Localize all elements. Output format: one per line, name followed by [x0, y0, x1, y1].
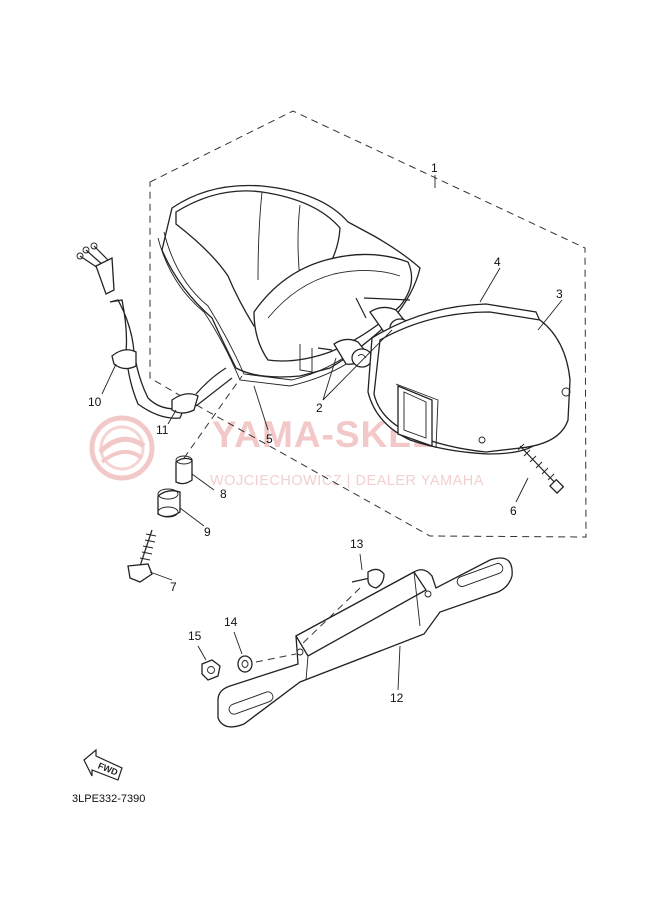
collar — [175, 455, 193, 485]
harness-grommet — [171, 367, 233, 414]
callout-9: 9 — [204, 525, 211, 539]
callout-leaders — [101, 175, 563, 691]
bolt — [127, 529, 157, 583]
damper — [157, 488, 181, 518]
callout-13: 13 — [350, 537, 364, 551]
callout-11: 11 — [156, 423, 169, 437]
diagram-code: 3LPE332-7390 — [72, 793, 145, 805]
callout-6: 6 — [510, 504, 517, 518]
wire-harness — [76, 242, 186, 419]
watermark-logo-icon — [89, 415, 155, 481]
callout-5: 5 — [266, 432, 273, 446]
callout-2: 2 — [316, 401, 323, 415]
leader-dashed-collar — [183, 375, 243, 459]
callout-14: 14 — [224, 615, 238, 629]
lens — [373, 311, 571, 453]
bracket-bolt — [299, 568, 385, 647]
watermark-subtitle: WOJCIECHOWICZ | DEALER YAMAHA — [210, 473, 484, 489]
callout-3: 3 — [556, 287, 563, 301]
lens-screw — [517, 443, 565, 494]
callout-1: 1 — [431, 161, 438, 175]
callout-15: 15 — [188, 629, 202, 643]
callout-7: 7 — [170, 580, 177, 594]
callout-12: 12 — [390, 691, 404, 705]
assembly-boundary — [149, 110, 587, 538]
callouts: 1 2 3 4 5 6 7 8 9 10 11 12 13 14 15 — [88, 161, 563, 705]
callout-8: 8 — [220, 487, 227, 501]
taillight-base — [157, 184, 421, 387]
nut — [201, 659, 221, 681]
callout-10: 10 — [88, 395, 102, 409]
washer — [237, 653, 297, 673]
fwd-arrow-icon: FWD — [83, 748, 123, 781]
license-bracket — [217, 557, 513, 728]
callout-4: 4 — [494, 255, 501, 269]
